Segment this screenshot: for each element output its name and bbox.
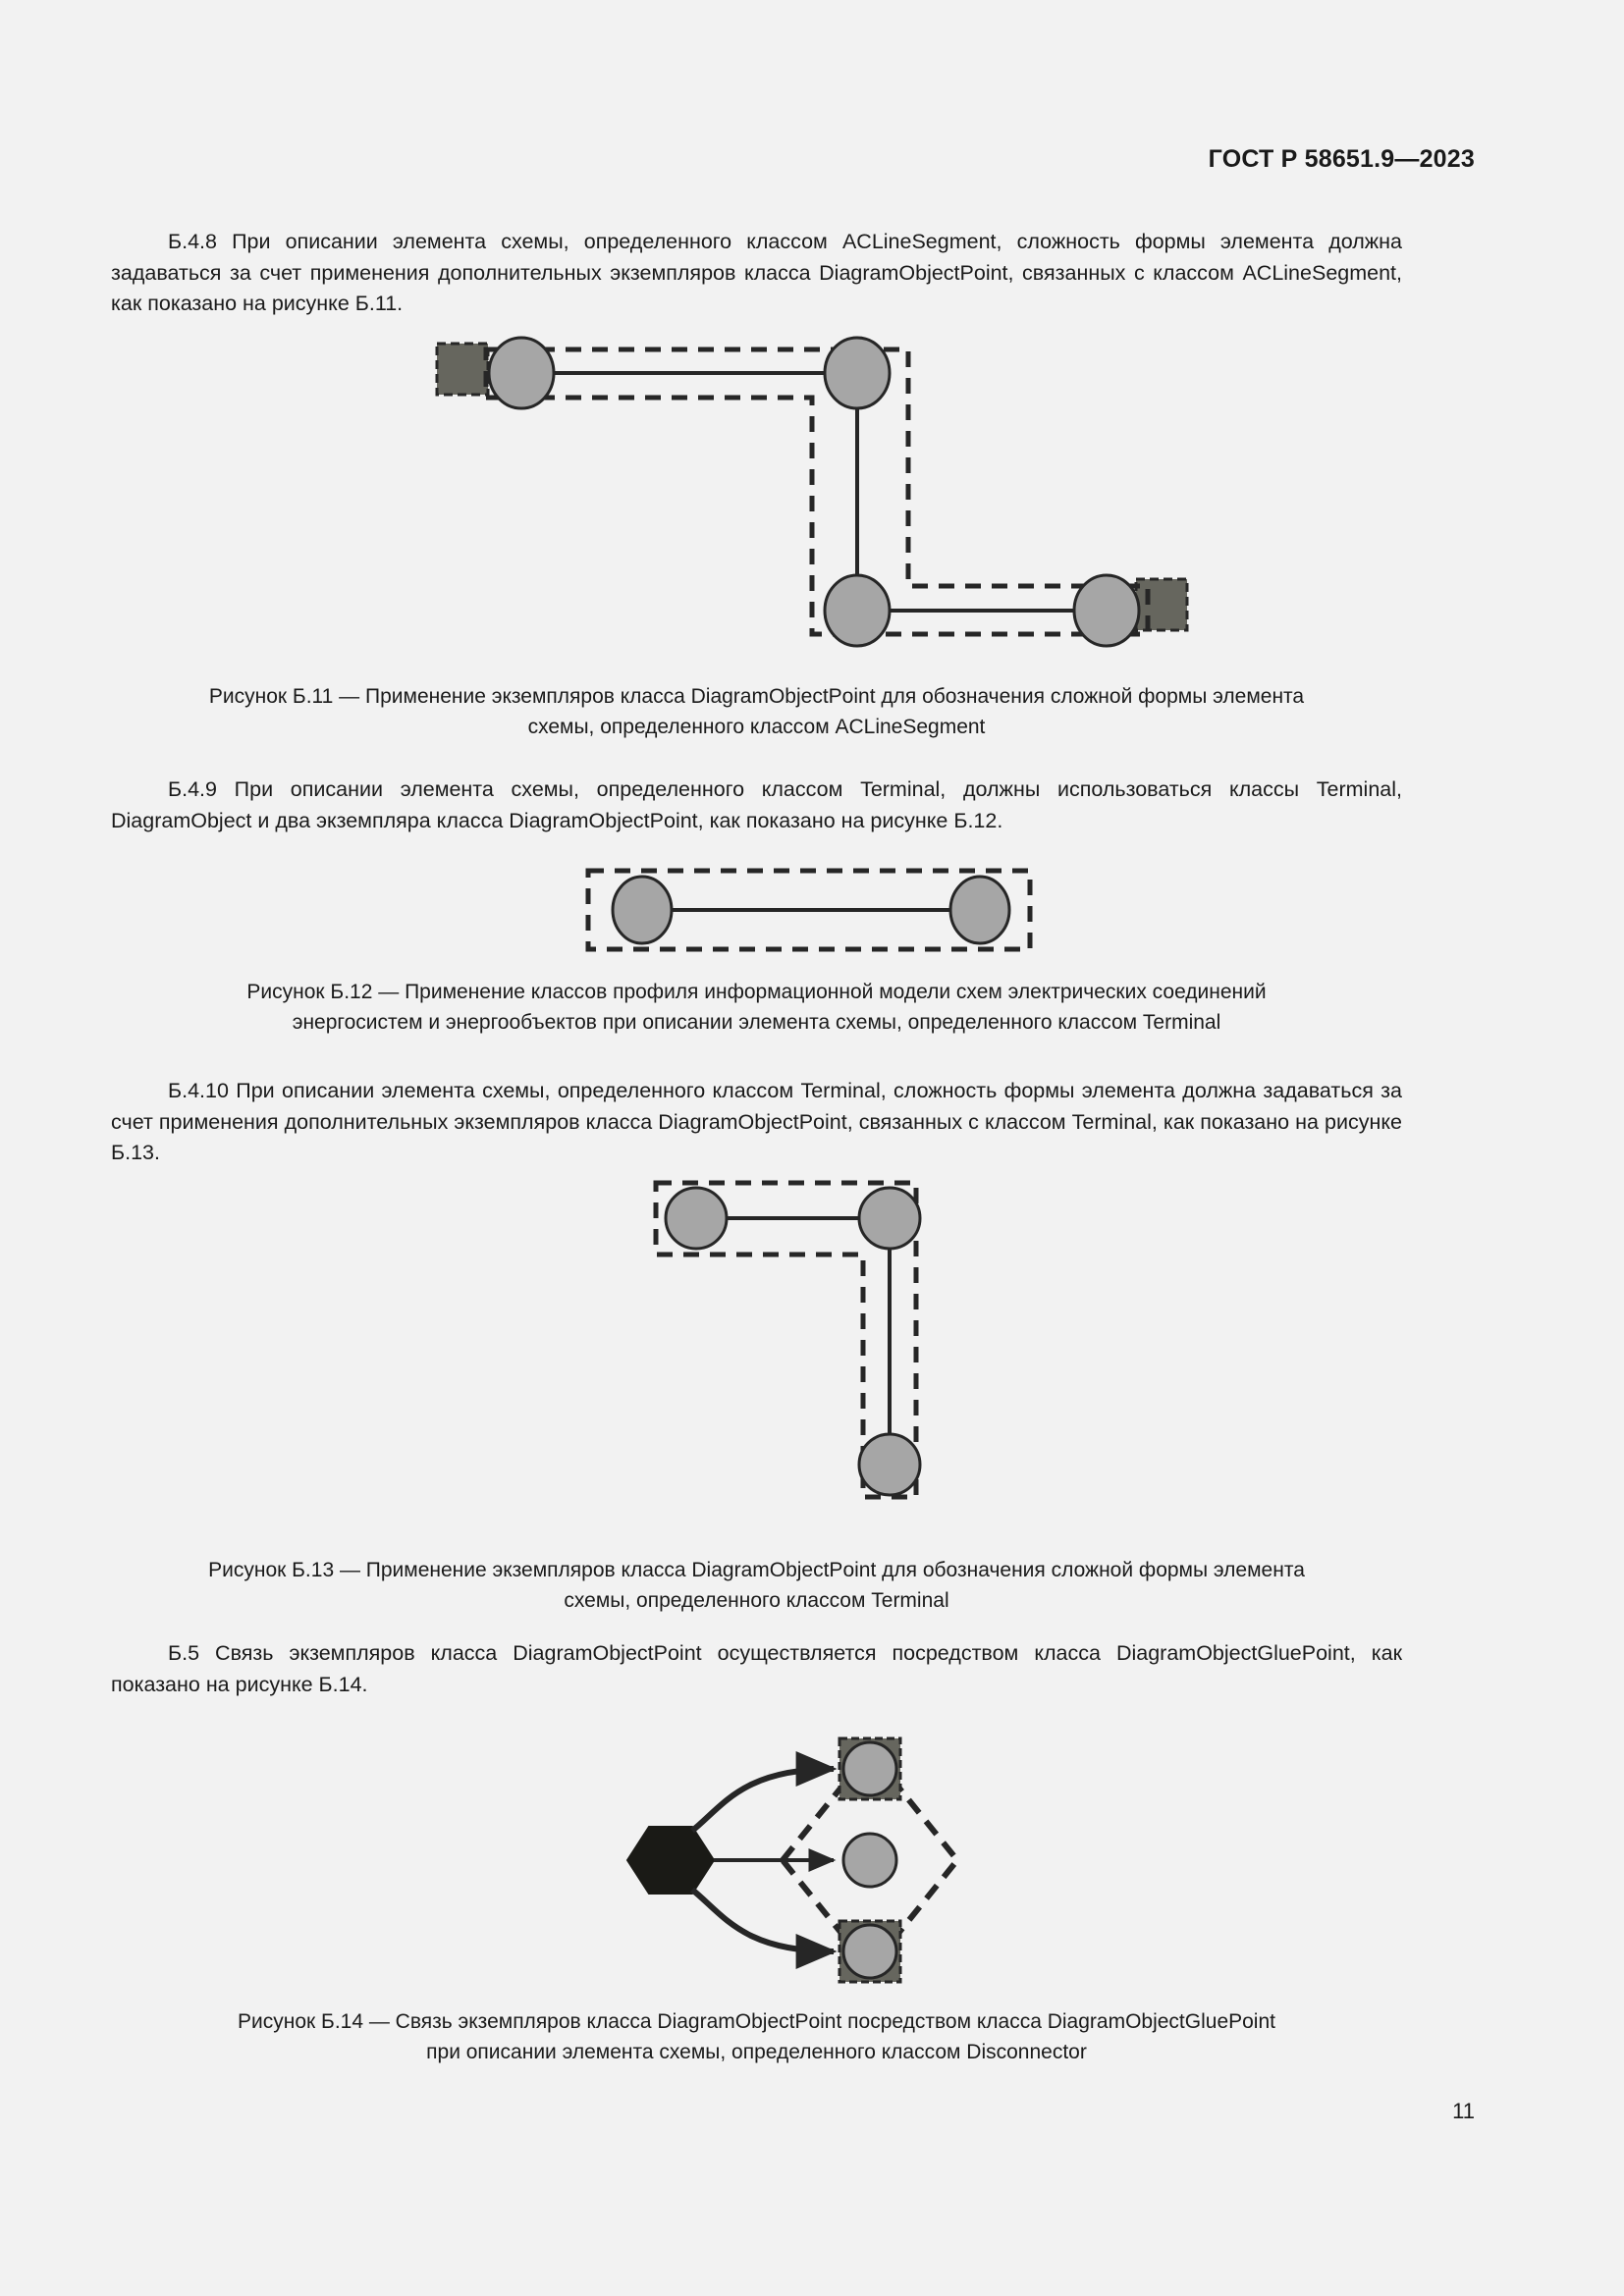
diagram-object-point-bottom: [841, 1923, 898, 1980]
figure-b-11: [0, 329, 1624, 653]
diagram-object-point-3: [823, 573, 892, 648]
terminal-block-right: [1134, 577, 1189, 632]
figure-b-14: [0, 1733, 1624, 1988]
caption-b13-line-1: Рисунок Б.13 — Применение экземпляров кл…: [208, 1559, 1305, 1581]
arrow-to-top-point: [690, 1751, 838, 1834]
diagram-object-point-2: [857, 1186, 922, 1251]
diagram-object-point-1: [487, 336, 556, 410]
caption-b14-line-2: при описании элемента схемы, определенно…: [426, 2041, 1087, 2063]
caption-b12-line-1: Рисунок Б.12 — Применение классов профил…: [246, 981, 1267, 1003]
figure-b-14-svg: [625, 1736, 961, 1984]
paragraph-b-4-10: Б.4.10 При описании элемента схемы, опре…: [111, 1079, 1402, 1164]
diagram-object-point-2: [823, 336, 892, 410]
diagram-object-point-2: [948, 875, 1011, 945]
figure-b-12-svg: [585, 868, 1033, 952]
caption-b11-line-1: Рисунок Б.11 — Применение экземпляров кл…: [208, 685, 1305, 708]
figure-b-12: [0, 864, 1624, 957]
diagram-object-point-top: [841, 1740, 898, 1797]
caption-b13-line-2: схемы, определенного классом Terminal: [564, 1589, 949, 1612]
diagram-object-point-3: [857, 1432, 922, 1497]
caption-figure-b-13: Рисунок Б.13 — Применение экземпляров кл…: [111, 1555, 1402, 1616]
caption-b14-line-1: Рисунок Б.14 — Связь экземпляров класса …: [238, 2010, 1275, 2033]
caption-figure-b-12: Рисунок Б.12 — Применение классов профил…: [111, 977, 1402, 1038]
diagram-object-point-4: [1072, 573, 1141, 648]
arrow-to-bottom-point: [690, 1887, 838, 1969]
caption-b12-line-2: энергосистем и энергообъектов при описан…: [292, 1011, 1221, 1034]
document-header: ГОСТ Р 58651.9—2023: [1208, 145, 1475, 173]
paragraph-b-5: Б.5 Связь экземпляров класса DiagramObje…: [111, 1641, 1402, 1696]
terminal-block-left: [435, 342, 490, 397]
figure-b-11-svg: [435, 336, 1189, 648]
page-number: 11: [1452, 2099, 1475, 2123]
diagram-object-point-1: [611, 875, 674, 945]
figure-b-13-svg: [653, 1180, 922, 1500]
caption-figure-b-14: Рисунок Б.14 — Связь экземпляров класса …: [111, 2006, 1402, 2067]
dashed-outline-l-shape: [483, 347, 1151, 637]
caption-figure-b-11: Рисунок Б.11 — Применение экземпляров кл…: [111, 681, 1402, 742]
figure-b-13: [0, 1173, 1624, 1512]
diagram-object-point-1: [664, 1186, 729, 1251]
dashed-outline-rect: [585, 868, 1033, 952]
caption-b11-line-2: схемы, определенного классом ACLineSegme…: [527, 716, 986, 738]
paragraph-b-4-9: Б.4.9 При описании элемента схемы, опред…: [111, 777, 1402, 832]
diagram-object-point-middle: [841, 1832, 898, 1889]
paragraph-b-4-8: Б.4.8 При описании элемента схемы, опред…: [111, 230, 1402, 315]
disconnector-hexagon: [625, 1826, 716, 1895]
